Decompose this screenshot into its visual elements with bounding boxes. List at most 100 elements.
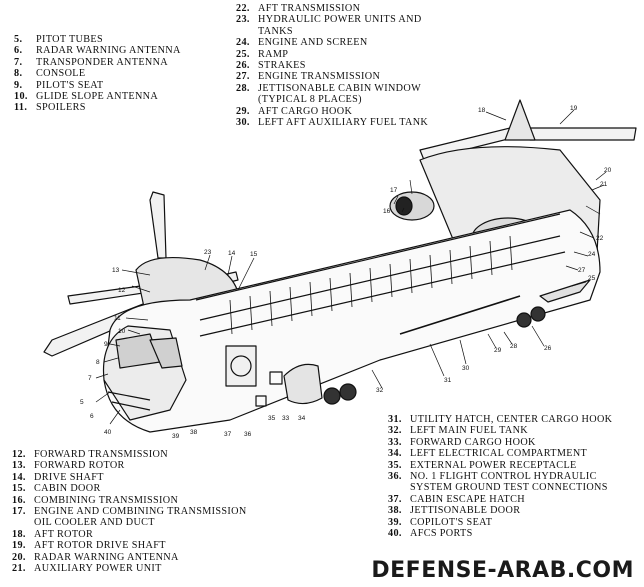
legend-number: 19. [12,540,26,552]
callout-30: 30 [462,365,470,372]
legend-text: CABIN ESCAPE HATCH [410,493,525,505]
callout-10: 10 [118,328,126,335]
callout-38: 38 [190,429,198,436]
legend-number: 21. [12,563,26,575]
legend-number: 27. [236,71,250,83]
legend-number: 16. [12,494,26,506]
callout-23: 23 [204,249,212,256]
legend-text: PILOT'S SEAT [36,79,104,91]
legend-item: 32.LEFT MAIN FUEL TANK [388,425,612,436]
legend-text: CONSOLE [36,68,86,80]
legend-item: 22.AFT TRANSMISSION [236,3,428,14]
legend-number: 31. [388,414,402,425]
legend-text: AFT ROTOR DRIVE SHAFT [34,540,166,552]
legend-item: 15.CABIN DOOR [12,483,247,494]
legend-number: 26. [236,60,250,72]
legend-number: 28. [236,82,250,94]
legend-text: LEFT AFT AUXILIARY FUEL TANK [258,117,429,129]
legend-item: 18.AFT ROTOR [12,529,247,540]
legend-number: 14. [12,471,26,483]
legend-number: 12. [12,449,26,460]
legend-number: 13. [12,460,26,472]
callout-12: 12 [118,287,126,294]
legend-text: HYDRAULIC POWER UNITS AND [258,14,422,26]
legend-item: 33. FORWARD CARGO HOOK [388,437,612,448]
callout-28: 28 [510,343,518,350]
legend-text: ENGINE TRANSMISSION [258,71,381,83]
legend-number: 9. [14,79,23,91]
callout-37: 37 [224,431,232,438]
legend-number: 30. [236,117,250,129]
callout-16: 16 [383,208,391,215]
legend-text: FORWARD CARGO HOOK [410,436,536,448]
legend-text: LEFT ELECTRICAL COMPARTMENT [410,448,588,460]
main-fuel-tank [283,363,323,405]
legend-number: 23. [236,14,250,26]
legend-number: 34. [388,448,402,460]
legend-item: 16. COMBINING TRANSMISSION [12,495,247,506]
callout-24: 24 [588,251,596,258]
callout-7: 7 [88,375,92,382]
legend-item: 30. LEFT AFT AUXILIARY FUEL TANK [236,117,428,128]
legend-text: AFT ROTOR [34,528,94,540]
forward-wheel [323,387,341,405]
legend-text-continued: TANKS [258,25,293,37]
legend-text: NO. 1 FLIGHT CONTROL HYDRAULIC [410,471,597,483]
legend-item: 21. AUXILIARY POWER UNIT [12,563,247,574]
legend-item: 7.TRANSPONDER ANTENNA [14,57,181,68]
legend-number: 11. [14,102,28,114]
legend-text: COMBINING TRANSMISSION [34,494,179,506]
callout-6: 6 [90,413,94,420]
aft-rotor-blade-b [529,127,637,141]
legend-item: 23. HYDRAULIC POWER UNITS AND [236,14,428,25]
legend-text: GLIDE SLOPE ANTENNA [36,91,159,103]
legend-item: 35.EXTERNAL POWER RECEPTACLE [388,460,612,471]
callout-9: 9 [104,341,108,348]
legend-item: 12. FORWARD TRANSMISSION [12,449,247,460]
legend-item: 39.COPILOT'S SEAT [388,517,612,528]
forward-rotor-blade-up [149,191,167,259]
legend-text: JETTISONABLE DOOR [410,505,521,517]
strakes [399,295,521,335]
callout-25: 25 [588,275,596,282]
legend-item: 14. DRIVE SHAFT [12,472,247,483]
legend-item: 8.CONSOLE [14,68,181,79]
legend-text: LEFT MAIN FUEL TANK [410,425,528,437]
legend-number: 33. [388,436,402,448]
legend-text: UTILITY HATCH, CENTER CARGO HOOK [410,414,613,425]
callout-5: 5 [80,399,84,406]
legend-number: 37. [388,493,402,505]
legend-item: 5.PITOT TUBES [14,34,181,45]
legend-number: 40. [388,528,402,540]
legend-item: 40.AFCS PORTS [388,528,612,539]
legend-item: 13. FORWARD ROTOR [12,460,247,471]
legend-number: 20. [12,551,26,563]
legend-text-continued: SYSTEM GROUND TEST CONNECTIONS [410,482,608,494]
legend-number: 17. [12,506,26,518]
aft-rotor-mast [504,99,536,141]
legend-number: 24. [236,37,250,49]
legend-number: 6. [14,45,23,57]
legend-item: 37. CABIN ESCAPE HATCH [388,494,612,505]
callout-13: 13 [112,267,120,274]
legend-text: FORWARD TRANSMISSION [34,449,168,460]
legend-text: AFT TRANSMISSION [258,3,361,14]
legend-text: AUXILIARY POWER UNIT [34,563,162,575]
legend-text: ENGINE AND SCREEN [258,37,368,49]
legend-text: TRANSPONDER ANTENNA [36,56,169,68]
legend-text: FORWARD ROTOR [34,460,125,472]
watermark: DEFENSE-ARAB.COM [371,558,634,583]
legend-text: DRIVE SHAFT [34,471,104,483]
legend-item: 29.AFT CARGO HOOK [236,106,428,117]
legend-number: 39. [388,516,402,528]
legend-item: 34. LEFT ELECTRICAL COMPARTMENT [388,448,612,459]
callout-21: 21 [600,181,608,188]
legend-item: 17.ENGINE AND COMBINING TRANSMISSION [12,506,247,517]
legend-text: JETTISONABLE CABIN WINDOW [258,82,422,94]
callout-29: 29 [494,347,502,354]
callout-18: 18 [478,107,486,114]
callout-15: 15 [250,251,258,258]
legend-text: SPOILERS [36,102,86,114]
